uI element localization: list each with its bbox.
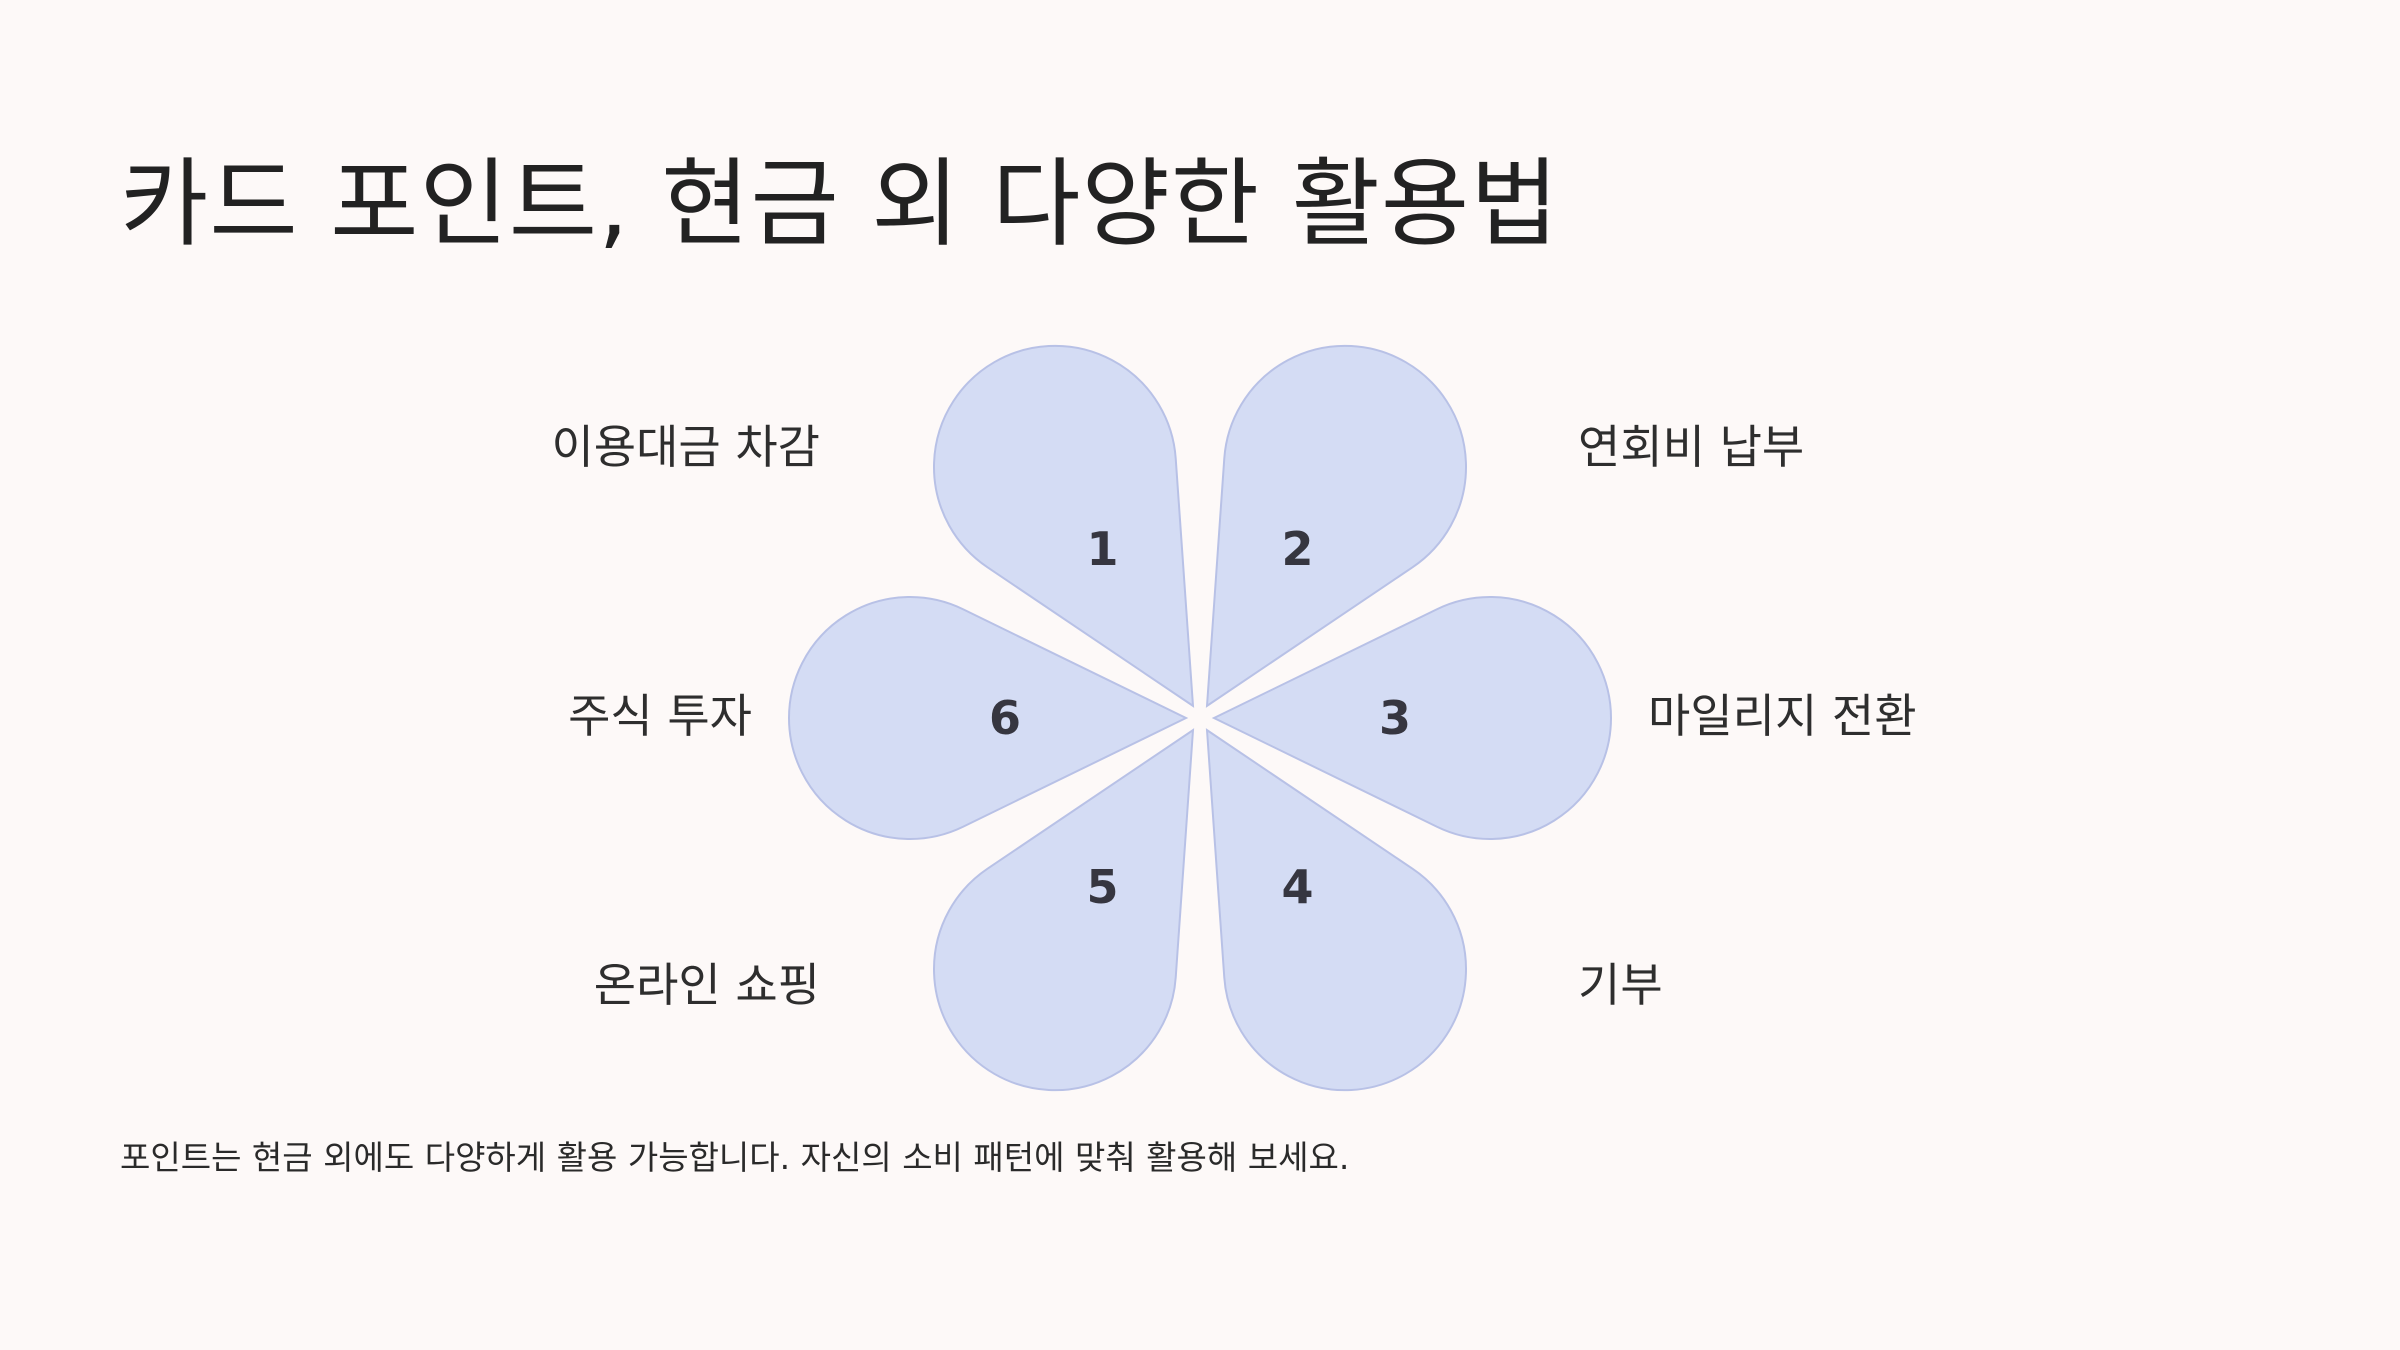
page-title: 카드 포인트, 현금 외 다양한 활용법	[120, 148, 1560, 260]
petal-shape-3	[1211, 596, 1613, 840]
petal-number-1: 1	[1086, 522, 1118, 576]
petal-label-5: 온라인 쇼핑	[593, 958, 820, 1012]
petal-1: 1	[933, 344, 1195, 708]
petal-label-6: 주식 투자	[568, 689, 752, 743]
petal-label-3: 마일리지 전환	[1648, 689, 1917, 743]
footer-note: 포인트는 현금 외에도 다양하게 활용 가능합니다. 자신의 소비 패턴에 맞춰…	[120, 1138, 1350, 1177]
petal-label-1: 이용대금 차감	[551, 420, 820, 474]
petal-6: 6	[787, 596, 1189, 840]
petal-number-5: 5	[1086, 860, 1118, 914]
petal-2: 2	[1205, 344, 1467, 708]
petal-4: 4	[1205, 728, 1467, 1092]
petal-shape-5	[933, 728, 1195, 1092]
petal-5: 5	[933, 728, 1195, 1092]
petal-label-2: 연회비 납부	[1578, 420, 1805, 474]
petal-3: 3	[1211, 596, 1613, 840]
petal-number-3: 3	[1379, 691, 1411, 745]
petal-shape-6	[787, 596, 1189, 840]
petal-shape-4	[1205, 728, 1467, 1092]
petal-number-2: 2	[1281, 522, 1313, 576]
petal-number-4: 4	[1281, 860, 1313, 914]
petal-label-4: 기부	[1578, 958, 1663, 1012]
petal-shape-2	[1205, 344, 1467, 708]
petal-shape-1	[933, 344, 1195, 708]
petal-number-6: 6	[989, 691, 1021, 745]
